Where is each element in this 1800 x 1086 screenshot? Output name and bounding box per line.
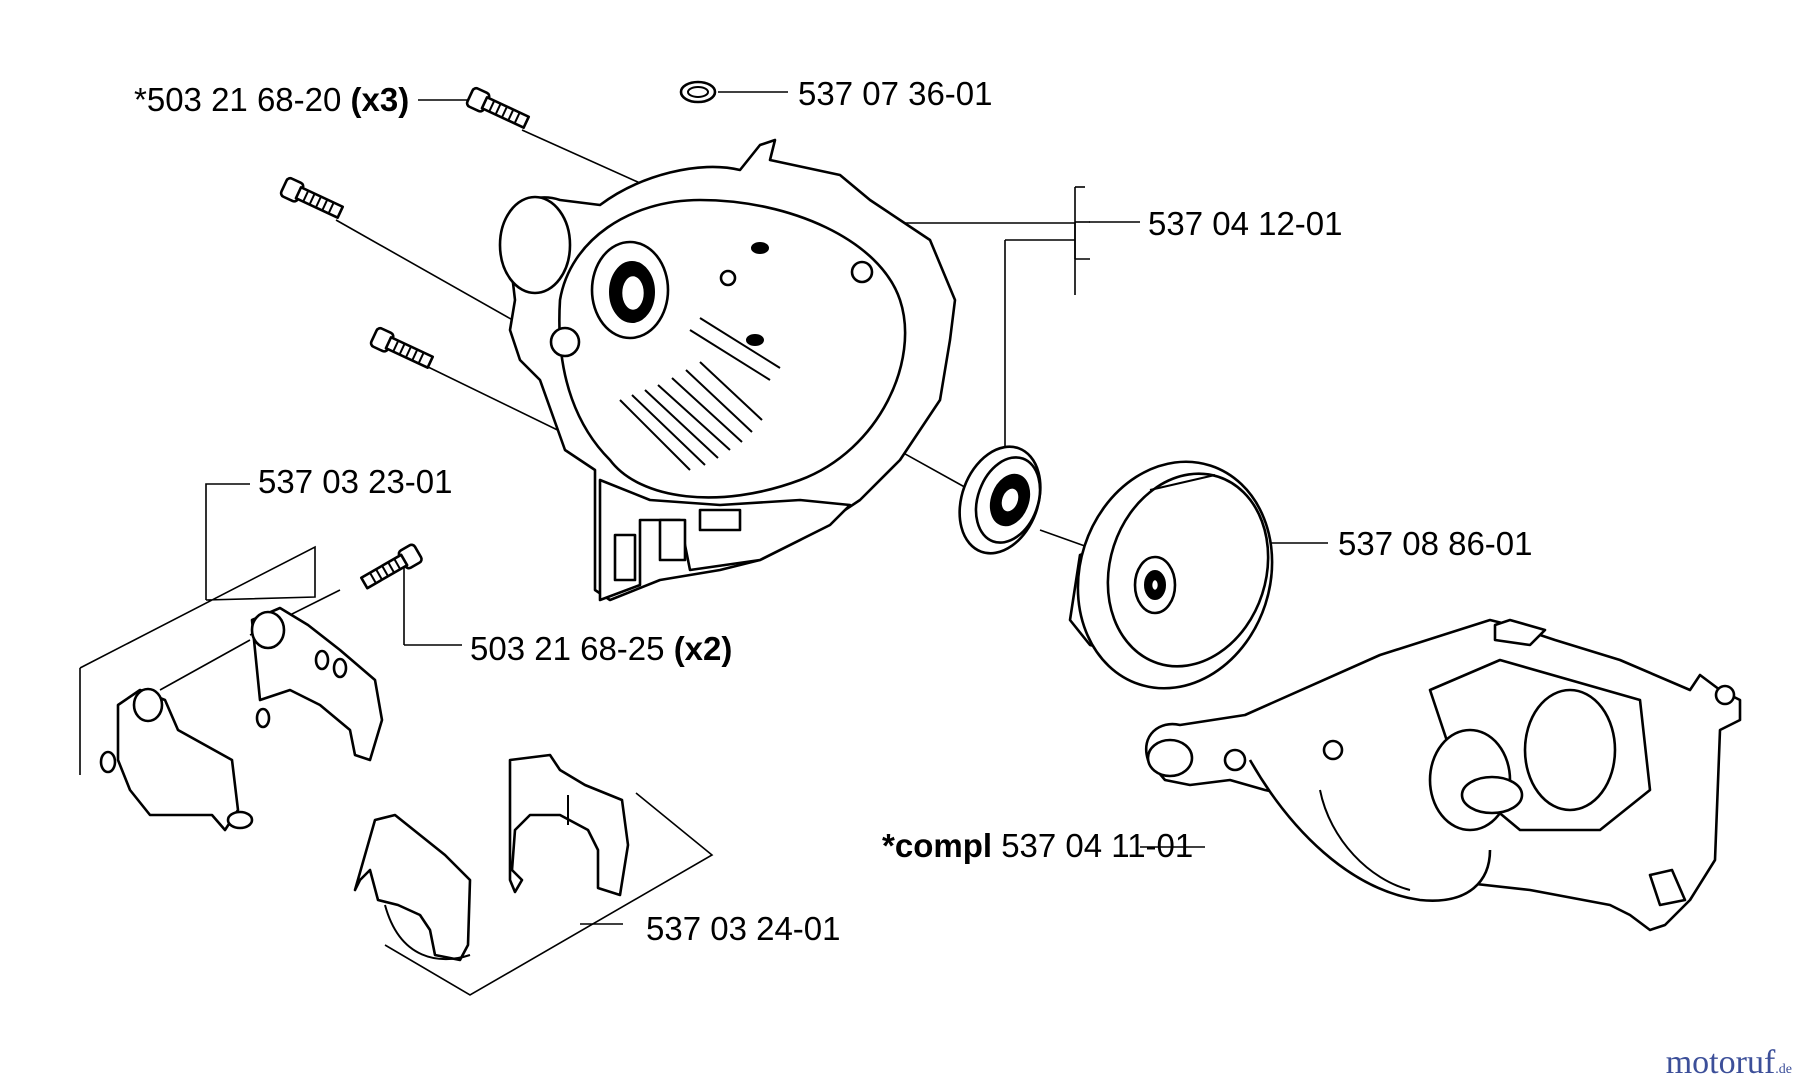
bracket-half-right: [250, 606, 384, 762]
screw-top: [465, 86, 531, 129]
leader-lines: [79, 91, 1328, 996]
label-clamp: 537 03 24-01: [646, 910, 841, 947]
watermark-text: motoruf: [1665, 1044, 1776, 1081]
watermark-logo: motoruf.de: [1666, 1046, 1792, 1080]
label-screw-x2-number: 503 21 68-25: [470, 630, 665, 667]
bearing: [958, 445, 1042, 555]
label-screw-x3-qty: (x3): [350, 81, 410, 118]
screw-lower: [369, 326, 435, 369]
crankcase-complete: [1145, 618, 1742, 932]
label-screw-x3: *503 21 68-20 (x3): [134, 83, 409, 116]
crankcase-half: [498, 138, 957, 602]
watermark-tld: .de: [1775, 1062, 1792, 1077]
label-screw-x2-qty: (x2): [673, 630, 733, 667]
label-bracket: 537 03 23-01: [258, 463, 453, 500]
cooling-fins: [619, 317, 781, 471]
pulley-cover: [1068, 460, 1274, 690]
bracket-half-left: [99, 687, 254, 832]
clamp-half-upper: [508, 753, 630, 897]
label-screw-x2: 503 21 68-25 (x2): [470, 632, 732, 665]
clamp-half-lower: [353, 813, 472, 962]
label-pulley: 537 08 86-01: [1338, 525, 1533, 562]
label-screw-x3-number: *503 21 68-20: [134, 81, 342, 118]
screw-bracket: [360, 543, 423, 590]
label-compl-number: 537 04 11-01: [1001, 827, 1194, 864]
circlip: [679, 80, 717, 104]
label-compl-prefix: *compl: [882, 827, 993, 864]
label-compl: *compl 537 04 11-01: [882, 829, 1193, 862]
screw-middle: [279, 176, 345, 219]
label-housing-pair: 537 04 12-01: [1148, 205, 1343, 242]
label-circlip: 537 07 36-01: [798, 75, 993, 112]
